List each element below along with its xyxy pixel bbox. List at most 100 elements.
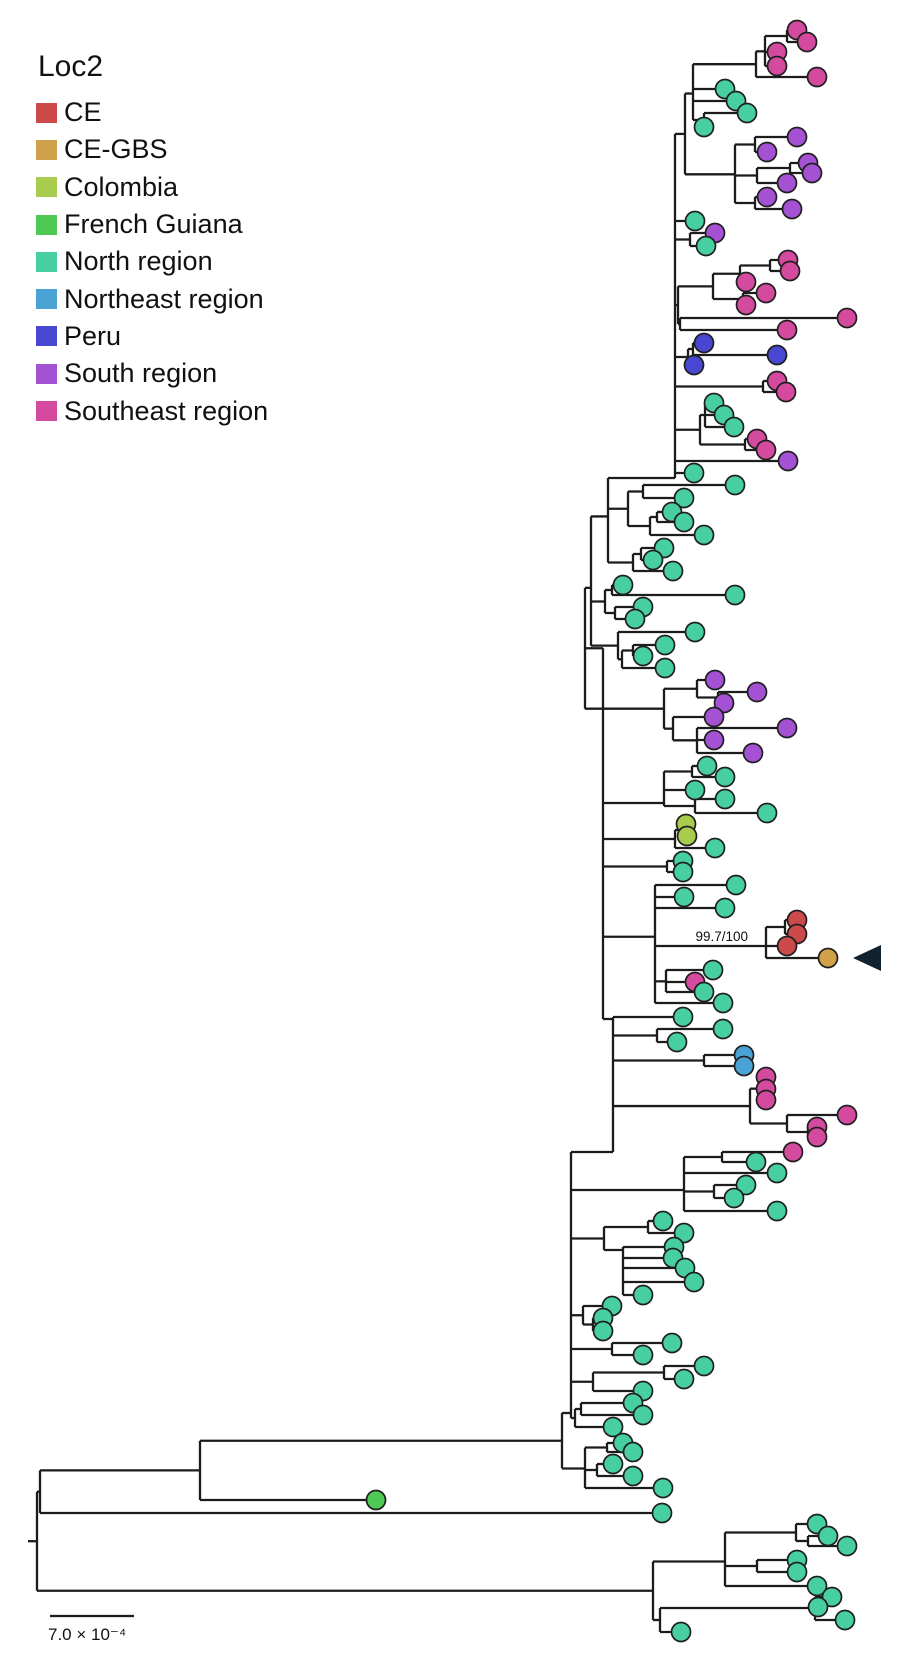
tip-node-n (592, 1320, 614, 1342)
tip-node-n (693, 116, 715, 138)
tip-node-ce (776, 935, 798, 957)
tip-node-n (684, 621, 706, 643)
tip-node-n (693, 524, 715, 546)
tip-node-n (651, 1502, 673, 1524)
tip-node-n (683, 1271, 705, 1293)
legend-item: Southeast region (36, 392, 268, 429)
tip-node-n (807, 1596, 829, 1618)
tip-node-s (776, 172, 798, 194)
tip-node-se (782, 1141, 804, 1163)
tip-node-n (766, 1200, 788, 1222)
legend-label: North region (64, 246, 213, 277)
legend-label: Northeast region (64, 283, 264, 314)
tip-node-pe (766, 344, 788, 366)
tip-node-n (624, 608, 646, 630)
tip-node-n (632, 1284, 654, 1306)
legend-item: French Guiana (36, 206, 268, 243)
tip-node-n (704, 837, 726, 859)
tip-node-n (670, 1621, 692, 1643)
tip-node-n (672, 1006, 694, 1028)
legend-item: CE (36, 94, 268, 131)
tip-node-s (742, 742, 764, 764)
tip-node-se (735, 271, 757, 293)
tip-node-n (756, 802, 778, 824)
tip-node-n (786, 1561, 808, 1583)
tip-node-s (776, 717, 798, 739)
tip-node-se (796, 31, 818, 53)
tip-node-n (622, 1465, 644, 1487)
tip-node-n (673, 511, 695, 533)
tip-node-pe (693, 332, 715, 354)
tip-node-n (714, 766, 736, 788)
tip-node-s (777, 450, 799, 472)
tip-node-s (786, 126, 808, 148)
tip-node-gbs (817, 947, 839, 969)
tip-node-se (836, 1104, 858, 1126)
tip-node-n (684, 779, 706, 801)
tip-node-n (712, 992, 734, 1014)
tip-node-n (683, 462, 705, 484)
tip-node-s (704, 669, 726, 691)
tip-node-n (672, 861, 694, 883)
tip-node-n (673, 1222, 695, 1244)
tip-node-n (712, 1018, 734, 1040)
legend-label: Peru (64, 320, 122, 351)
tip-node-n (673, 487, 695, 509)
legend-swatch (36, 401, 57, 422)
legend-swatch (36, 214, 57, 235)
tip-node-se (755, 282, 777, 304)
tip-node-n (602, 1416, 624, 1438)
tip-node-n (725, 874, 747, 896)
tip-node-s (746, 681, 768, 703)
tip-node-n (724, 584, 746, 606)
tip-node-n (834, 1609, 856, 1631)
legend-swatch (36, 289, 57, 310)
tip-node-se (776, 319, 798, 341)
legend-label: French Guiana (64, 209, 243, 240)
tip-node-se (775, 381, 797, 403)
tip-node-n (714, 897, 736, 919)
support-value-label: 99.7/100 (695, 929, 748, 944)
tip-node-n (714, 788, 736, 810)
legend-label: Southeast region (64, 395, 269, 426)
legend-swatch (36, 139, 57, 160)
legend-label: CE-GBS (64, 134, 168, 165)
tip-node-n (654, 634, 676, 656)
tip-node-se (836, 307, 858, 329)
scale-bar-label: 7.0 × 10⁻⁴ (48, 1625, 126, 1644)
tip-node-n (766, 1162, 788, 1184)
legend-label: South region (64, 358, 218, 389)
tip-node-n (662, 560, 684, 582)
tip-node-n (693, 981, 715, 1003)
tip-node-n (666, 1031, 688, 1053)
legend-item: Peru (36, 318, 268, 355)
legend-swatch (36, 251, 57, 272)
tip-node-n (661, 1332, 683, 1354)
tip-node-s (801, 162, 823, 184)
tip-node-n (632, 645, 654, 667)
tip-node-se (806, 66, 828, 88)
tip-node-n (695, 235, 717, 257)
tip-node-n (622, 1441, 644, 1463)
tip-node-s (713, 692, 735, 714)
tip-node-n (652, 1477, 674, 1499)
tip-node-ne (733, 1055, 755, 1077)
tip-node-n (745, 1151, 767, 1173)
tip-node-s (703, 706, 725, 728)
tip-node-se (806, 1126, 828, 1148)
tip-node-n (652, 1210, 674, 1232)
tip-node-n (724, 474, 746, 496)
tip-node-n (806, 1575, 828, 1597)
tip-node-n (673, 886, 695, 908)
tip-node-se (735, 294, 757, 316)
legend-item: CE-GBS (36, 131, 268, 168)
tip-node-se (755, 1089, 777, 1111)
tip-node-n (696, 755, 718, 777)
tip-node-se (766, 55, 788, 77)
tip-node-s (756, 141, 778, 163)
legend-title: Loc2 (38, 50, 104, 83)
tip-node-s (781, 198, 803, 220)
